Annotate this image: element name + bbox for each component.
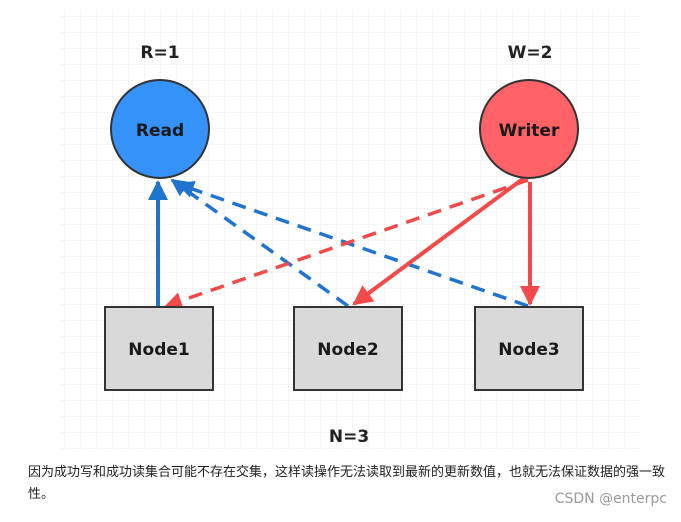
csdn-watermark: CSDN @enterpc [554,491,667,507]
node2-label: Node2 [317,340,378,360]
writer-circle [479,79,579,179]
read-label: Read [136,121,184,141]
r-label: R=1 [140,43,179,63]
caption-text: 因为成功写和成功读集合可能不存在交集，这样读操作无法读取到最新的更新数值，也就无… [28,465,666,502]
edge-node3-to-read [176,180,529,308]
quorum-diagram: R=1 W=2 Read Writer Node1 Node2 Node3 N=… [60,10,640,450]
w-label: W=2 [508,43,553,63]
edge-writer-to-node1 [164,178,529,310]
edge-node2-to-read [170,178,350,308]
node3-label: Node3 [498,340,559,360]
edges [148,176,540,310]
node2-box [293,306,403,391]
edge-writer-to-node2 [352,176,526,306]
read-circle [110,79,210,179]
writer-label: Writer [499,121,560,141]
n-label: N=3 [329,427,369,447]
node1-label: Node1 [128,340,189,360]
node3-box [474,306,584,391]
node1-box [104,306,214,391]
